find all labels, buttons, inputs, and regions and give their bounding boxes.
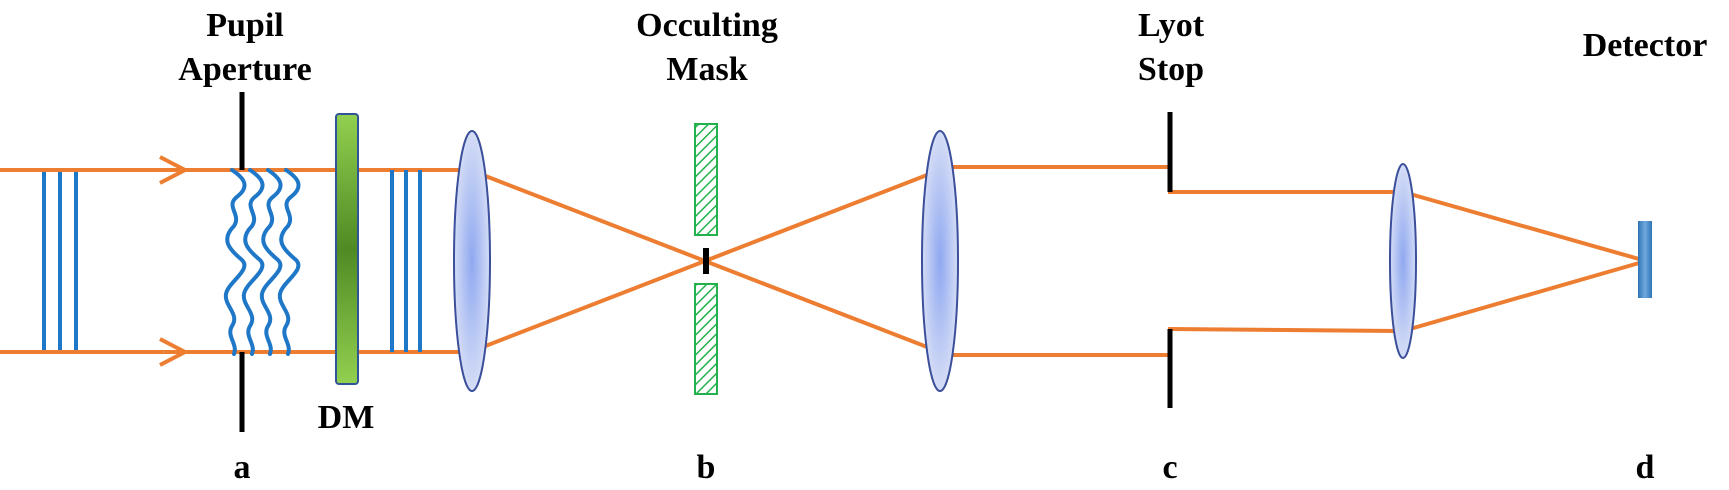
occulting-mask-label-line2: Mask (666, 51, 747, 88)
lens-icon (453, 130, 491, 392)
pupil-aperture-label-line2: Aperture (178, 51, 311, 88)
detector-label: Detector (1583, 27, 1708, 64)
lyot-stop-label-line1: Lyot (1138, 7, 1205, 44)
detector (1638, 221, 1652, 298)
plane-label-c: c (1162, 449, 1177, 486)
input-wavefronts (42, 170, 78, 352)
pupil-aperture-label-line1: Pupil (206, 7, 283, 44)
lens-icon (921, 130, 959, 392)
plane-label-d: d (1636, 449, 1655, 486)
dm-label: DM (318, 399, 375, 436)
deformable-mirror (335, 113, 359, 385)
arrow-right-icon (159, 155, 190, 367)
lens-icon (1389, 163, 1417, 359)
occulting-mask-label-line1: Occulting (636, 7, 778, 44)
plane-label-b: b (697, 449, 716, 486)
distorted-wavefront-icon (223, 168, 301, 356)
occulting-mask (694, 123, 718, 395)
plane-label-a: a (234, 449, 251, 486)
corrected-wavefronts (390, 170, 422, 352)
lyot-stop-label-line2: Stop (1138, 51, 1204, 88)
